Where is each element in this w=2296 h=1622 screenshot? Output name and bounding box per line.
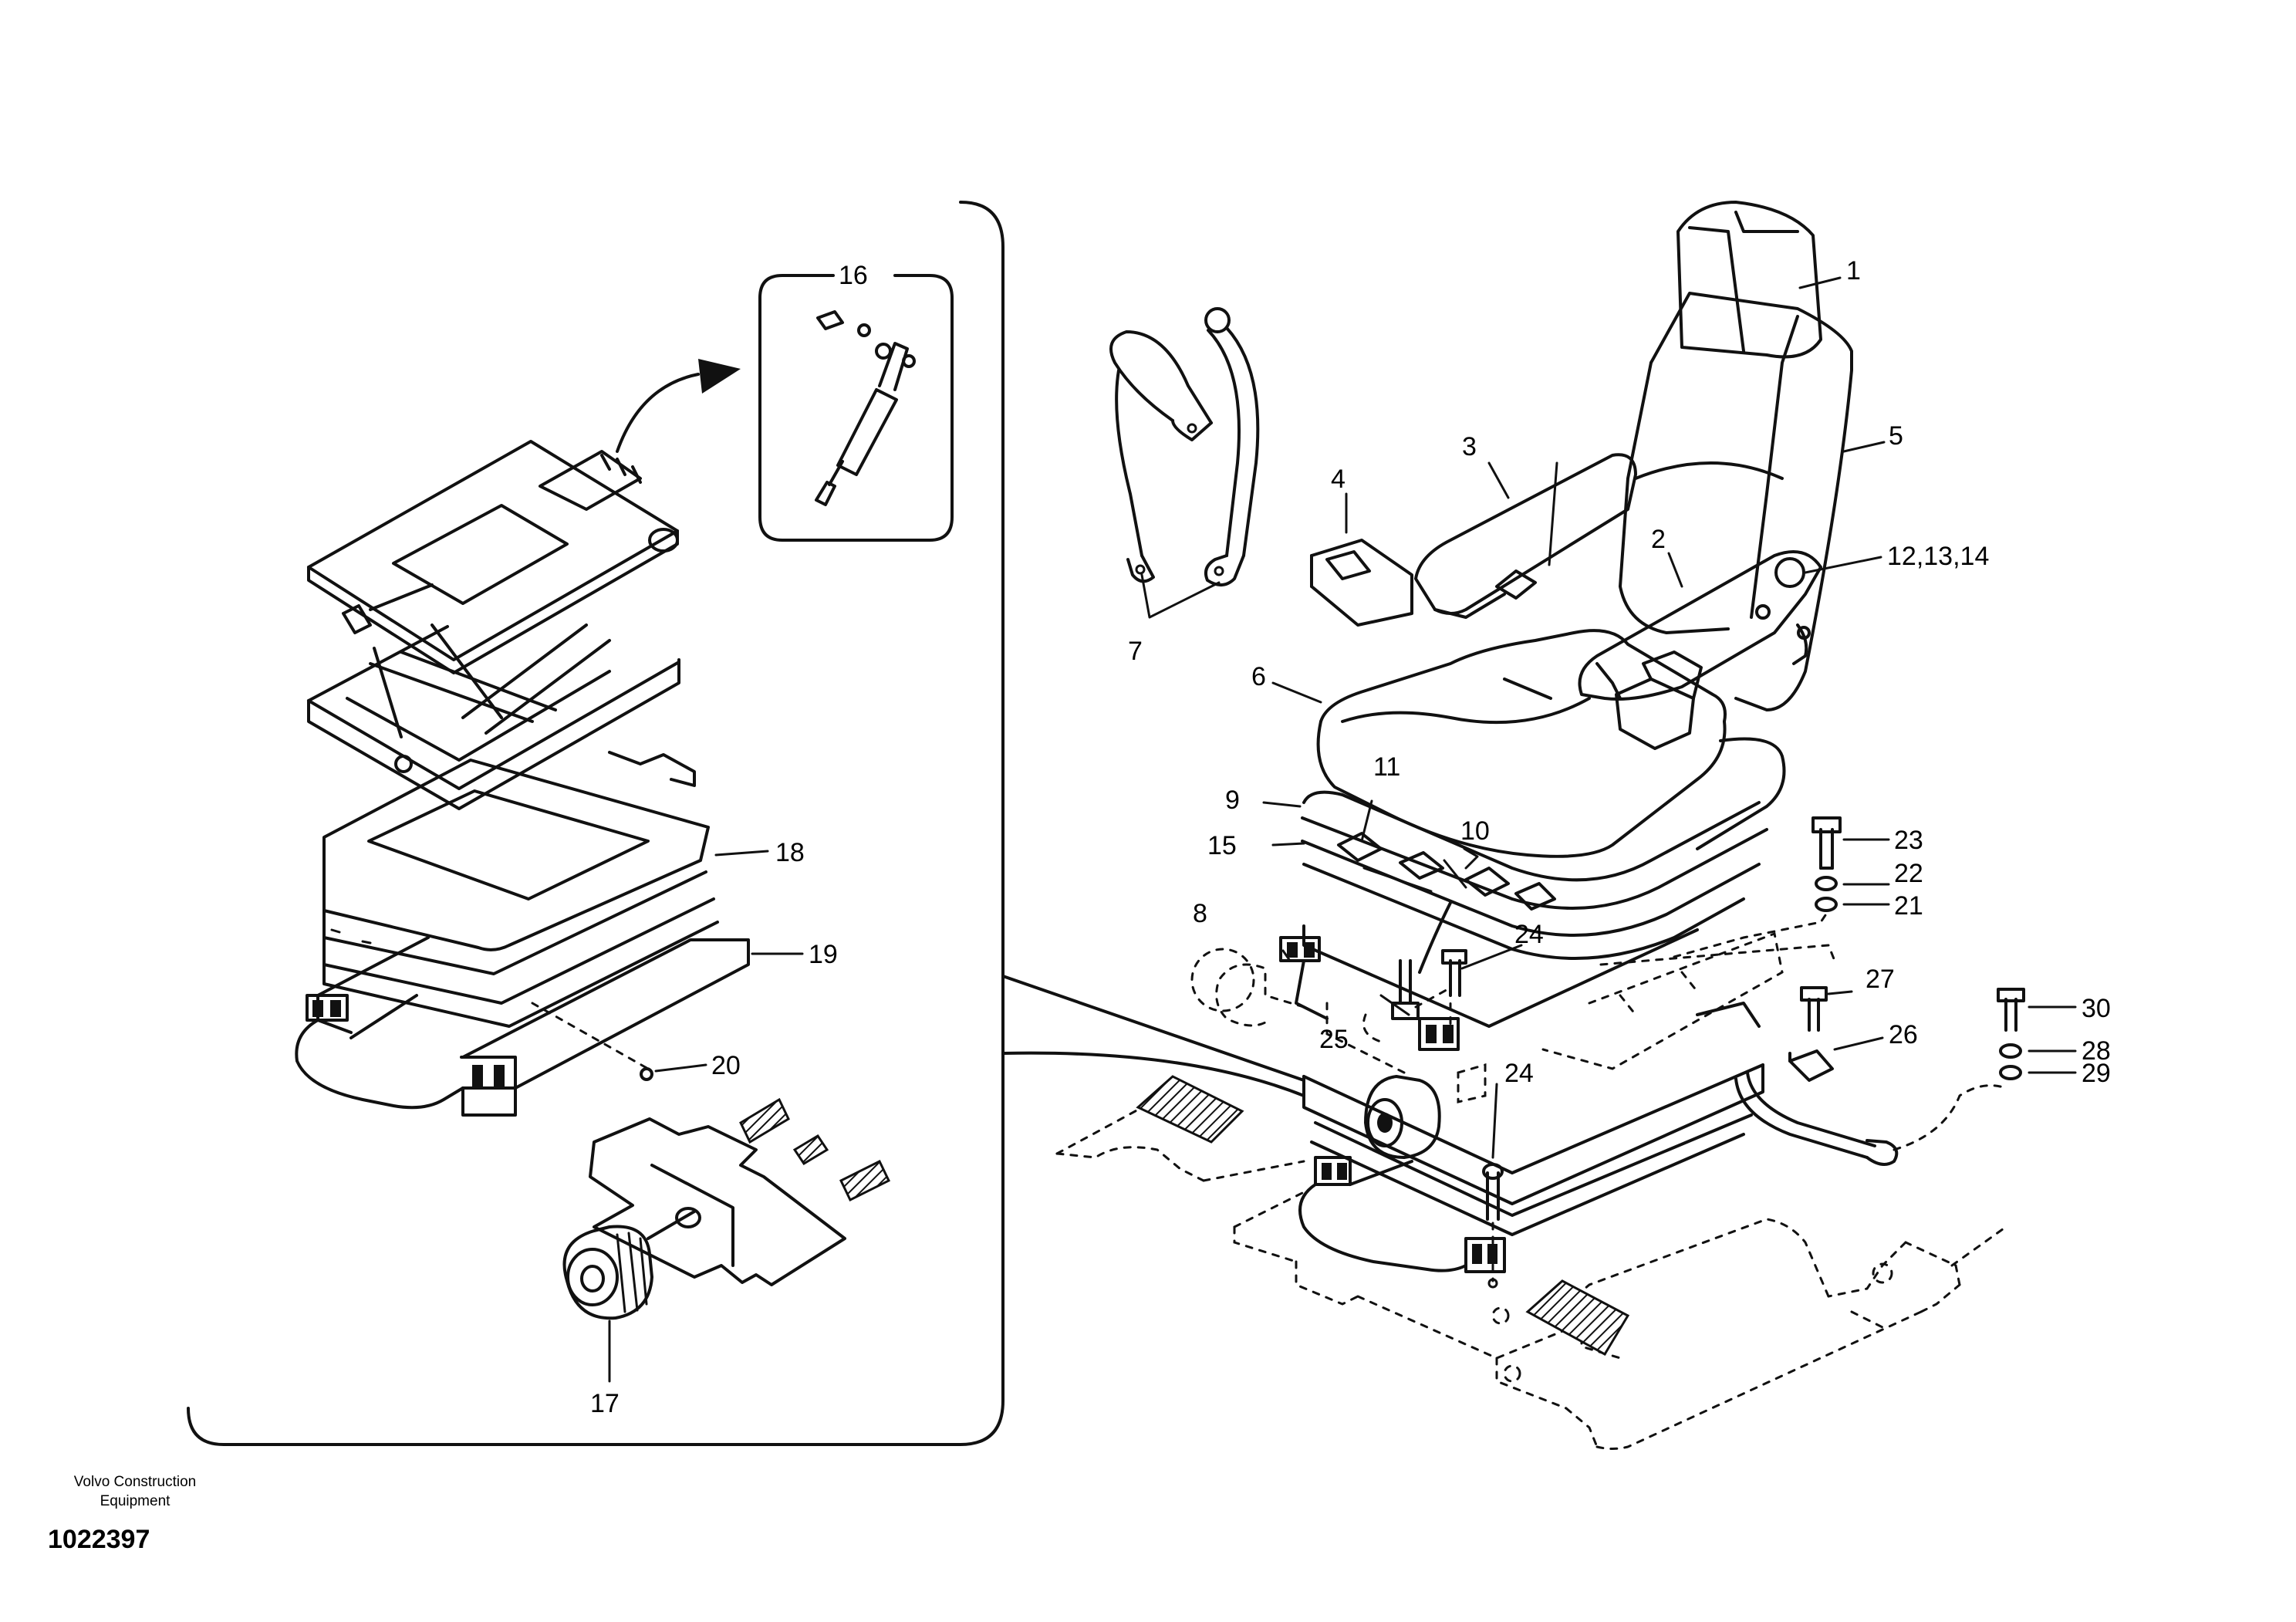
bolt-icon: [1811, 816, 1842, 870]
callout-15: 15: [1207, 831, 1237, 860]
callout-7: 7: [1128, 637, 1143, 666]
washer-icon: [1999, 1065, 2022, 1080]
callout-21: 21: [1894, 891, 1923, 921]
bolt-icon: [1997, 988, 2025, 1032]
callout-10: 10: [1460, 816, 1490, 846]
callout-30: 30: [2082, 994, 2111, 1023]
callout-4: 4: [1331, 465, 1346, 494]
detail-view-frame: [187, 201, 1305, 1446]
floor-vent-icon: [1136, 1075, 1630, 1357]
operator-seat-icon: [1055, 201, 2007, 1450]
knob-icon: [562, 1225, 653, 1320]
washer-icon: [1999, 1043, 2022, 1059]
callout-25: 25: [1319, 1025, 1349, 1054]
curved-arrow-icon: [616, 359, 741, 453]
callout-23: 23: [1894, 826, 1923, 855]
callout-29: 29: [2082, 1059, 2111, 1088]
callout-16: 16: [839, 261, 868, 290]
drawing-footer: Volvo Construction Equipment 1022397: [46, 1472, 224, 1555]
callout-19: 19: [809, 940, 838, 969]
callout-8: 8: [1193, 899, 1207, 928]
callout-3: 3: [1462, 432, 1477, 461]
callout-labels: 1 2 3 4 5 6 7 8 9 10 11 12,13,14 15 16 1…: [590, 256, 2111, 1418]
callout-26: 26: [1889, 1020, 1918, 1049]
callout-18: 18: [775, 838, 805, 867]
callout-11: 11: [1373, 752, 1400, 782]
callout-17: 17: [590, 1389, 620, 1418]
callout-9: 9: [1225, 786, 1240, 815]
callout-22: 22: [1894, 859, 1923, 888]
callout-2: 2: [1651, 525, 1666, 554]
washer-icon: [1815, 897, 1838, 912]
cable-icon: [1109, 307, 1260, 586]
gas-spring-icon: [815, 310, 916, 506]
company-name: Volvo Construction Equipment: [73, 1474, 197, 1509]
leader-lines: [608, 276, 2077, 1383]
callout-24-lower: 24: [1504, 1059, 1534, 1088]
gas-spring-inset: [758, 274, 954, 542]
callout-28: 28: [2082, 1036, 2111, 1066]
callout-5: 5: [1889, 421, 1903, 451]
spring-icon: [739, 1097, 890, 1202]
callout-6: 6: [1251, 662, 1266, 691]
drawing-number: 1022397: [48, 1525, 150, 1554]
washer-icon: [1815, 876, 1838, 891]
seat-suspension-icon: [295, 440, 890, 1320]
callout-20: 20: [711, 1051, 741, 1080]
callout-24-upper: 24: [1514, 920, 1544, 949]
callout-12-13-14: 12,13,14: [1887, 542, 1989, 571]
callout-1: 1: [1846, 256, 1861, 286]
callout-27: 27: [1866, 965, 1895, 994]
